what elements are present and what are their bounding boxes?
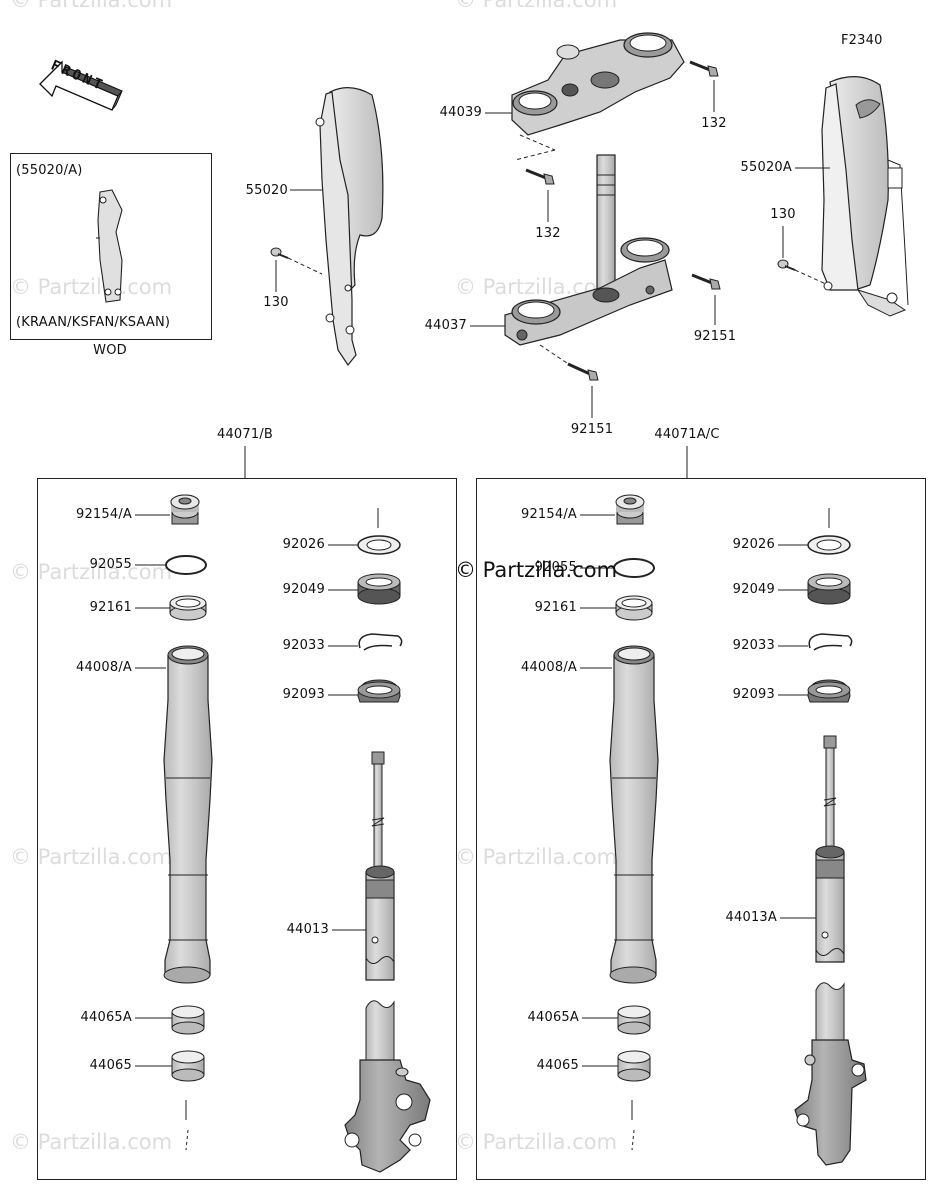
part-label[interactable]: 44039 — [439, 105, 482, 120]
upper-triple-clamp — [511, 32, 685, 136]
screw-icon — [777, 259, 796, 271]
bolt-icon — [691, 273, 721, 290]
watermark: © Partzilla.com — [10, 275, 173, 299]
collar — [169, 595, 207, 621]
fork-cover-left — [315, 87, 384, 367]
assembly-title-right[interactable]: 44071A/C — [654, 427, 720, 442]
part-label[interactable]: 92151 — [693, 329, 737, 344]
watermark: © Partzilla.com — [10, 0, 173, 12]
assembly-title-left[interactable]: 44071/B — [216, 427, 274, 442]
oil-seal — [807, 573, 851, 605]
part-label[interactable]: 92161 — [534, 600, 577, 615]
part-label[interactable]: 44065 — [89, 1058, 132, 1073]
outer-tube — [163, 645, 213, 984]
part-label[interactable]: 92033 — [282, 638, 325, 653]
fork-cap — [170, 494, 200, 525]
steering-stem — [504, 154, 673, 346]
part-label[interactable]: 92026 — [282, 537, 325, 552]
part-label[interactable]: 44008/A — [75, 660, 132, 675]
dust-seal — [807, 679, 851, 703]
part-label[interactable]: 92154/A — [520, 507, 577, 522]
inner-tube — [794, 735, 867, 1166]
watermark: © Partzilla.com — [455, 845, 618, 869]
part-label[interactable]: 92055 — [534, 560, 577, 575]
bolt-icon — [525, 168, 555, 185]
inner-tube — [344, 751, 431, 1173]
inset-caption: WOD — [93, 343, 127, 358]
fork-assembly-left — [135, 494, 431, 1173]
collar — [615, 595, 653, 621]
fork-cover-right — [821, 76, 909, 317]
part-label[interactable]: 92055 — [89, 557, 132, 572]
fork-assembly-right — [580, 494, 867, 1166]
part-label[interactable]: 132 — [701, 116, 727, 131]
fork-cap — [615, 494, 645, 525]
part-label[interactable]: 55020A — [740, 160, 792, 175]
watermark-main: © Partzilla.com — [455, 558, 618, 582]
bushing — [617, 1050, 651, 1082]
part-label[interactable]: 92093 — [282, 687, 325, 702]
front-arrow-icon — [39, 60, 123, 111]
bolt-icon — [689, 60, 719, 77]
inset-cover-part — [96, 189, 123, 303]
part-label[interactable]: 92049 — [282, 582, 325, 597]
dust-seal — [357, 679, 401, 703]
part-label[interactable]: 44065A — [80, 1010, 132, 1025]
part-label[interactable]: 130 — [770, 207, 796, 222]
part-label[interactable]: 92093 — [732, 687, 775, 702]
bushing — [617, 1005, 651, 1035]
part-label[interactable]: 44013A — [725, 910, 777, 925]
variant-inset-box — [10, 153, 212, 340]
screw-icon — [270, 247, 289, 259]
bushing — [171, 1050, 205, 1082]
part-label[interactable]: 92161 — [89, 600, 132, 615]
oil-seal — [357, 573, 401, 605]
assembly-box-left — [37, 478, 457, 1180]
part-label[interactable]: 92033 — [732, 638, 775, 653]
part-label[interactable]: 130 — [263, 295, 289, 310]
watermark: © Partzilla.com — [455, 1130, 618, 1154]
part-label[interactable]: 92154/A — [75, 507, 132, 522]
part-label[interactable]: 92151 — [570, 422, 614, 437]
part-label[interactable]: 44037 — [424, 318, 467, 333]
part-label[interactable]: 132 — [535, 226, 561, 241]
inset-models-label: (KRAAN/KSFAN/KSAAN) — [16, 315, 171, 330]
bolt-icon — [567, 362, 599, 381]
watermark: © Partzilla.com — [455, 0, 618, 12]
inset-ref-label: (55020/A) — [16, 163, 83, 178]
part-label[interactable]: 92026 — [732, 537, 775, 552]
part-label[interactable]: 44065A — [527, 1010, 579, 1025]
part-label[interactable]: 44008/A — [520, 660, 577, 675]
outer-tube — [609, 645, 659, 984]
part-label[interactable]: 44013 — [286, 922, 329, 937]
part-label[interactable]: 55020 — [245, 183, 288, 198]
figure-code: F2340 — [841, 33, 883, 48]
part-label[interactable]: 92049 — [732, 582, 775, 597]
bushing — [171, 1005, 205, 1035]
part-label[interactable]: 44065 — [536, 1058, 579, 1073]
assembly-box-right — [476, 478, 926, 1180]
